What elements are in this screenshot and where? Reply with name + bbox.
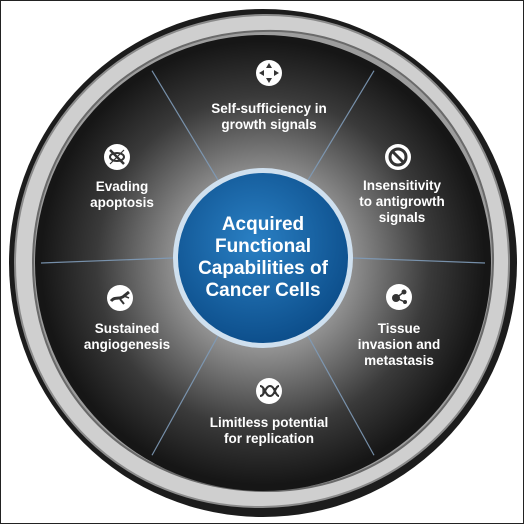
cell-spreading-icon [386,284,412,310]
blocked-cell-death-icon [104,144,130,170]
segment-divider [40,257,174,264]
center-title: Acquired Functional Capabilities of Canc… [198,214,328,301]
no-sign-icon [385,144,411,170]
segment-label-insensitivity: Insensitivity to antigrowth signals [359,178,445,225]
dna-helix-icon [256,378,282,404]
center-circle [178,173,348,343]
segment-label-limitless-replication: Limitless potential for replication [209,415,329,446]
blood-vessel-icon [107,285,133,311]
segment-label-angiogenesis: Sustained angiogenesis [83,321,171,352]
segment-dividers [40,70,486,456]
segment-divider [352,257,486,264]
segment-divider [307,70,375,181]
segment-label-self-sufficiency: Self-sufficiency in growth signals [211,101,327,132]
segment-divider [307,335,375,456]
segment-divider [151,70,219,181]
segment-label-tissue-invasion: Tissue invasion and metastasis [357,321,441,368]
segment-label-evading-apoptosis: Evading apoptosis [90,179,154,210]
segment-divider [151,335,219,456]
arrows-converging-icon [256,60,282,86]
